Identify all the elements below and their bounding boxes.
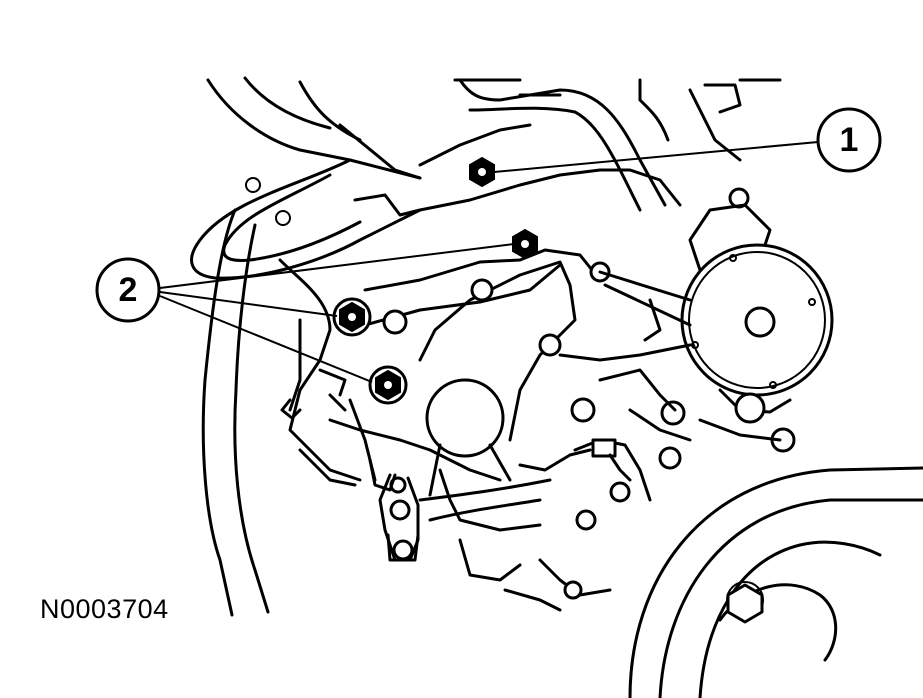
left-hose — [190, 158, 422, 617]
callout-1-leader — [493, 141, 819, 173]
figure-code: N0003704 — [40, 594, 169, 624]
crank-pulley — [628, 466, 923, 698]
callout-2-leaders — [159, 243, 515, 383]
callout-1-label: 1 — [840, 121, 859, 159]
nut-item-1 — [469, 156, 495, 188]
callout-2: 2 — [95, 257, 161, 323]
center-pulley — [425, 378, 512, 497]
nut-item-2-middle — [332, 297, 372, 337]
callout-2-label: 2 — [119, 271, 138, 309]
lower-left-bracket — [328, 393, 420, 562]
nut-item-2-lower — [368, 365, 408, 405]
water-pump-pulley — [558, 203, 834, 442]
misc-bolts — [382, 187, 796, 600]
sensor-connector — [573, 438, 652, 502]
upper-hoses — [206, 76, 782, 212]
callout-1: 1 — [816, 107, 882, 173]
nut-item-2-upper — [512, 228, 538, 260]
